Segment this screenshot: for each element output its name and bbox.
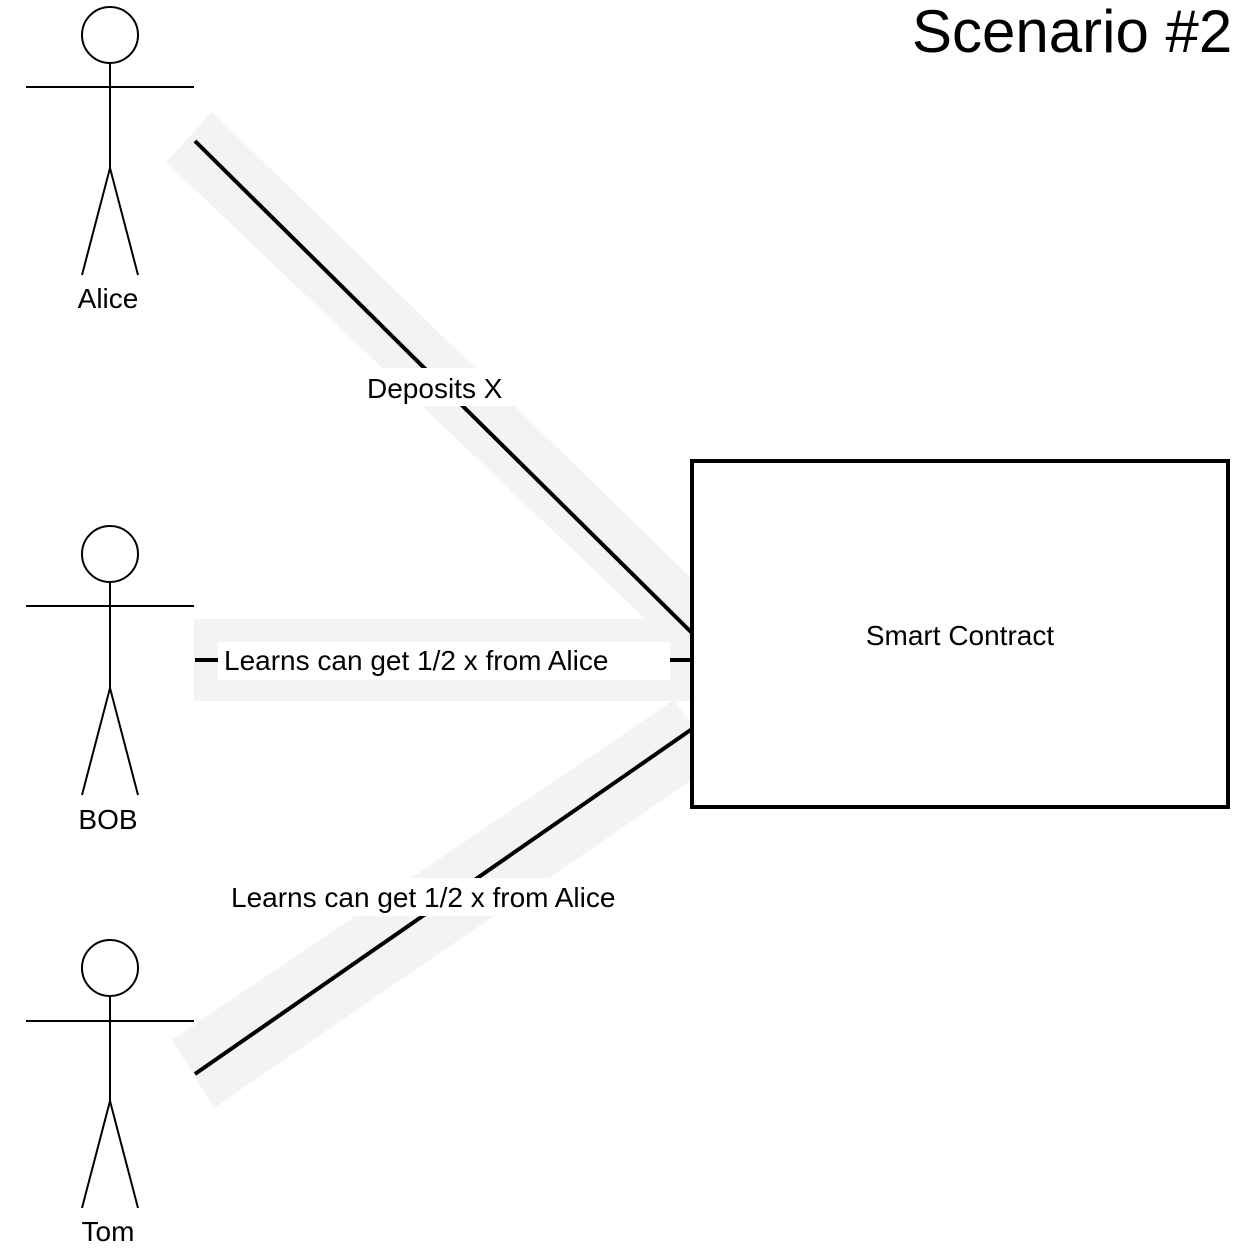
tom-right-leg (109, 1100, 139, 1209)
edge-label-bob: Learns can get 1/2 x from Alice (224, 645, 608, 676)
smart-contract-label: Smart Contract (866, 620, 1054, 651)
actor-bob[interactable] (26, 525, 194, 796)
actor-name-tom: Tom (82, 1216, 135, 1247)
alice-right-leg (109, 167, 139, 276)
actor-name-bob: BOB (78, 804, 137, 835)
edge-label-tom: Learns can get 1/2 x from Alice (231, 882, 615, 913)
smart-contract-box[interactable] (690, 459, 1230, 809)
actor-tom[interactable] (26, 939, 194, 1209)
edge-label-bg-tom (226, 878, 674, 916)
alice-head-icon (81, 6, 139, 64)
bob-left-leg (81, 687, 111, 796)
actor-name-alice: Alice (78, 283, 139, 314)
diagram-title: Scenario #2 (912, 0, 1232, 65)
edge-label-bg-alice (364, 368, 524, 406)
actor-alice[interactable] (26, 6, 194, 276)
edge-label-bg-bob (218, 642, 670, 680)
bob-head-icon (81, 525, 139, 583)
tom-left-leg (81, 1100, 111, 1209)
bob-right-leg (109, 687, 139, 796)
connector-highlights (166, 112, 718, 1108)
tom-head-icon (81, 939, 139, 997)
smart-contract-node[interactable]: Smart Contract (690, 459, 1230, 809)
edge-label-alice: Deposits X (367, 373, 503, 404)
alice-left-leg (81, 167, 111, 276)
